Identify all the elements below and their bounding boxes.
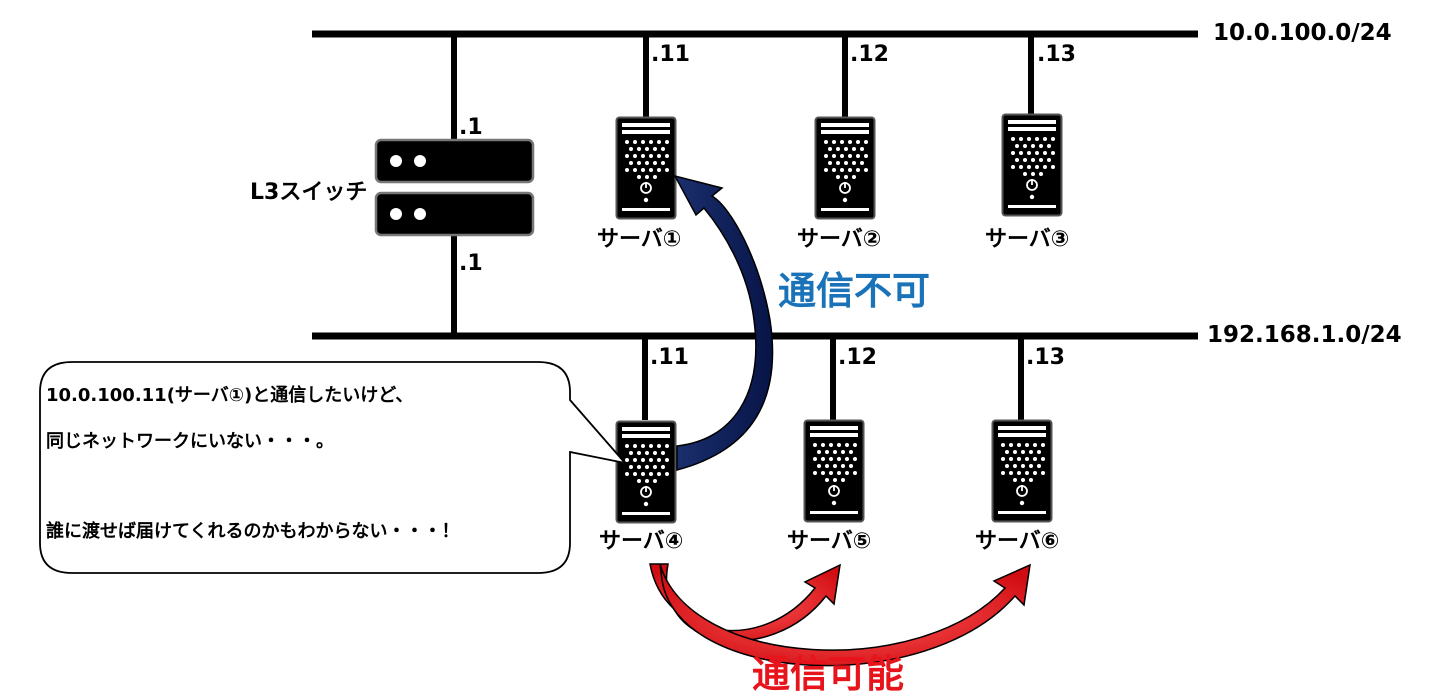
server-4-label: サーバ④ (599, 529, 684, 554)
server-1-icon (615, 116, 677, 220)
switch-upper-ip: .1 (459, 115, 483, 140)
l3-switch (374, 138, 535, 237)
server-1-label: サーバ① (597, 227, 682, 252)
communication-ok-label: 通信可能 (752, 652, 905, 696)
upper-network-bus (312, 30, 1198, 142)
blocked-arrow (673, 174, 774, 471)
server-6-ip: .13 (1026, 345, 1065, 370)
bubble-line-3: 誰に渡せば届けてくれるのかもわからない・・・！ (46, 521, 460, 542)
server-4-icon (615, 420, 677, 524)
server-5-icon (803, 419, 865, 523)
server-6-icon (991, 419, 1053, 523)
lower-network-label: 192.168.1.0/24 (1207, 322, 1402, 348)
server-5-ip: .12 (838, 345, 877, 370)
server-3-ip: .13 (1037, 42, 1076, 67)
server-2-icon (814, 116, 876, 220)
speech-bubble (39, 361, 628, 574)
server-6-label: サーバ⑥ (975, 529, 1060, 554)
ok-arrow-to-server-6 (659, 563, 1031, 667)
server-2-ip: .12 (850, 42, 889, 67)
bubble-line-2: 同じネットワークにいない・・・。 (46, 431, 334, 452)
server-4-ip: .11 (650, 345, 689, 370)
upper-network-label: 10.0.100.0/24 (1213, 20, 1392, 46)
server-2-label: サーバ② (797, 227, 882, 252)
server-3-label: サーバ③ (985, 227, 1070, 252)
communication-blocked-label: 通信不可 (778, 269, 931, 313)
bubble-line-1: 10.0.100.11(サーバ①)と通信したいけど、 (46, 385, 414, 406)
switch-lower-ip: .1 (459, 251, 483, 276)
server-5-label: サーバ⑤ (787, 529, 872, 554)
server-3-icon (1001, 113, 1063, 217)
switch-label: L3スイッチ (250, 180, 368, 205)
server-1-ip: .11 (651, 42, 690, 67)
